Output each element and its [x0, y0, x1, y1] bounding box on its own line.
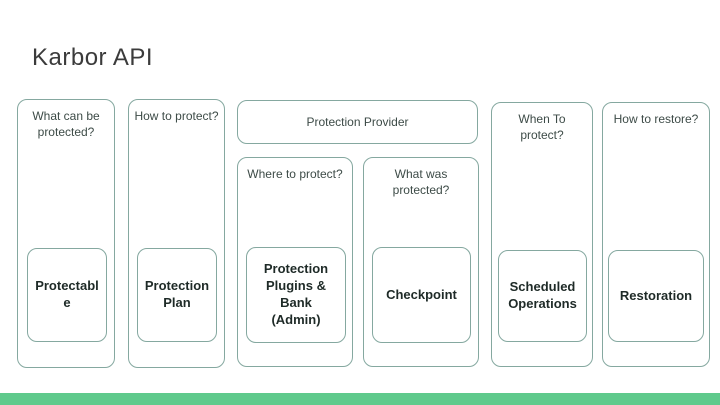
page-title: Karbor API	[32, 44, 154, 71]
item-label: Protection Plan	[144, 278, 210, 310]
question-label: What was protected?	[392, 167, 450, 198]
item-label: Checkpoint	[386, 286, 457, 302]
question-label: When To protect?	[518, 112, 566, 143]
provider-header-label: Protection Provider	[306, 114, 409, 129]
question-label: What can be protected?	[32, 109, 100, 140]
item-label: Scheduled Operations	[508, 279, 577, 311]
item-box-protection-plan: Protection Plan	[137, 248, 217, 342]
item-label: Restoration	[619, 287, 693, 303]
question-label: How to protect?	[134, 109, 219, 123]
protection-provider-header: Protection Provider	[237, 100, 478, 144]
bottom-accent-bar	[0, 393, 720, 405]
item-box-protection-plugins-bank: Protection Plugins & Bank (Admin)	[246, 247, 346, 343]
item-label: Protection Plugins & Bank (Admin)	[263, 261, 329, 327]
question-label: Where to protect?	[247, 167, 343, 181]
item-label: Protectable	[35, 278, 99, 310]
item-box-checkpoint: Checkpoint	[372, 247, 471, 343]
item-box-protectable: Protectable	[27, 248, 107, 342]
question-label: How to restore?	[613, 112, 699, 126]
item-box-restoration: Restoration	[608, 250, 704, 342]
item-box-scheduled-operations: Scheduled Operations	[498, 250, 587, 342]
